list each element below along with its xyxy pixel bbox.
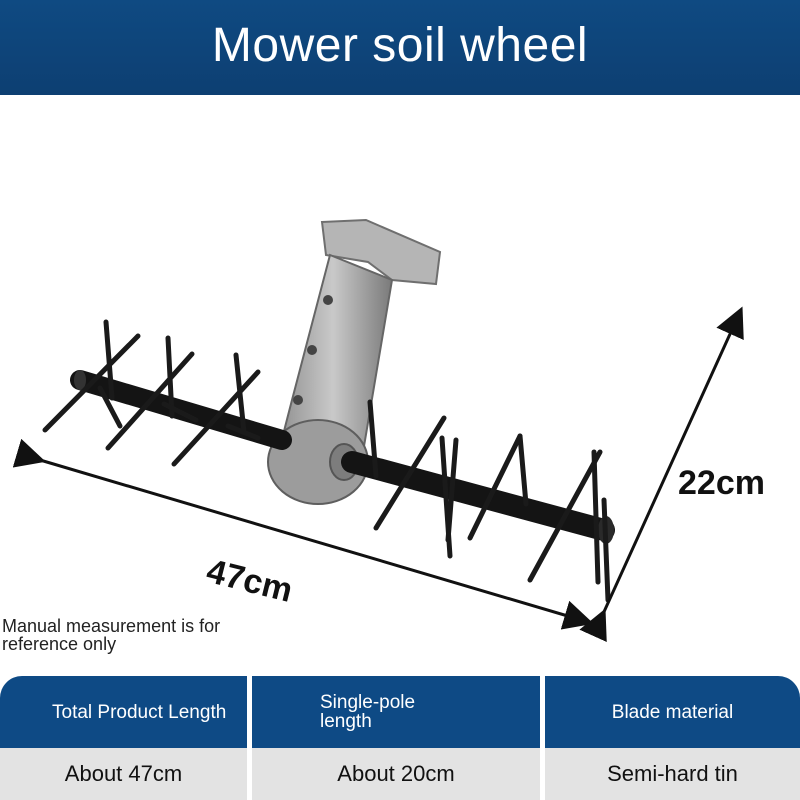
spec-column-blade-material: Blade material Semi-hard tin [545,676,800,800]
spec-value-total-length: About 47cm [0,748,247,800]
spec-label-total-length: Total Product Length [0,676,247,748]
header-banner: Mower soil wheel [0,0,800,95]
spec-column-total-length: Total Product Length About 47cm [0,676,247,800]
spec-label-blade-material: Blade material [545,676,800,748]
height-dimension-arrow [579,306,744,643]
length-dimension-arrow [12,438,594,630]
product-image-area [0,95,800,675]
right-tine-shaft [341,399,615,603]
height-dimension-label: 22cm [678,464,765,502]
spec-column-single-pole: Single-pole length About 20cm [252,676,540,800]
measurement-note: Manual measurement is for reference only [2,616,221,654]
spec-label-single-pole: Single-pole length [252,676,540,748]
page-title: Mower soil wheel [211,19,589,72]
spec-value-blade-material: Semi-hard tin [545,748,800,800]
spec-table: Total Product Length About 47cm Single-p… [0,676,800,800]
spec-value-single-pole: About 20cm [252,748,540,800]
soil-wheel-product-illustration [12,218,744,643]
left-tine-shaft [42,319,292,467]
